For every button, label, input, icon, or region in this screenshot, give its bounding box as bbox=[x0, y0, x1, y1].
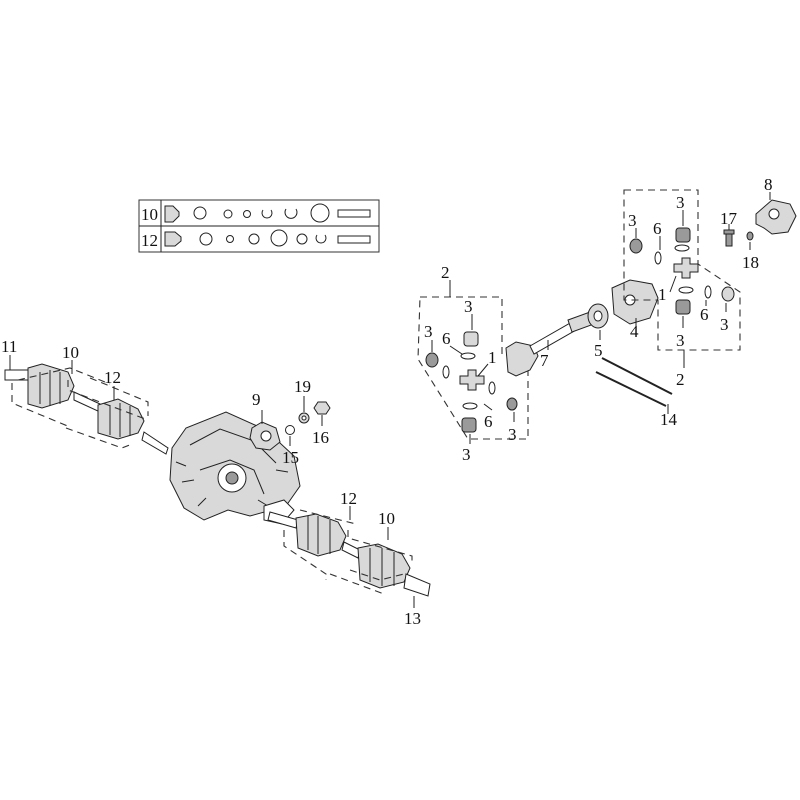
slip-boot bbox=[587, 303, 609, 329]
bearing-cup bbox=[425, 352, 439, 368]
kit-row-label: 10 bbox=[141, 205, 158, 224]
washer bbox=[746, 231, 754, 241]
callout-9: 9 bbox=[252, 390, 261, 409]
snap-ring bbox=[678, 286, 694, 294]
callout-3: 3 bbox=[720, 315, 729, 334]
inner-cv-boot bbox=[97, 398, 145, 440]
callout-12: 12 bbox=[340, 489, 357, 508]
u-joint-left bbox=[425, 331, 518, 433]
nut-16 bbox=[313, 401, 331, 415]
snap-ring bbox=[460, 352, 476, 360]
callout-16: 16 bbox=[312, 428, 329, 447]
callout-11: 11 bbox=[1, 337, 17, 356]
callout-7: 7 bbox=[540, 351, 549, 370]
snap-ring bbox=[674, 244, 690, 252]
callout-1: 1 bbox=[658, 285, 667, 304]
propeller-shaft bbox=[505, 311, 595, 377]
u-joint-kit-bracket-right bbox=[623, 189, 741, 351]
callout-3: 3 bbox=[464, 297, 473, 316]
callout-17: 17 bbox=[720, 209, 738, 228]
slip-yoke bbox=[611, 279, 659, 325]
callout-4: 4 bbox=[630, 322, 639, 341]
callout-10: 10 bbox=[378, 509, 395, 528]
bearing-cup bbox=[629, 238, 643, 254]
snap-ring bbox=[488, 381, 496, 395]
bearing-cup bbox=[506, 397, 518, 411]
callout-18: 18 bbox=[742, 253, 759, 272]
snap-ring bbox=[442, 365, 450, 379]
callout-14: 14 bbox=[660, 410, 678, 429]
kit-row-12-parts bbox=[164, 229, 371, 247]
shaft-stub-13 bbox=[403, 573, 431, 597]
callout-3: 3 bbox=[508, 425, 517, 444]
shaft-stub-11 bbox=[4, 369, 30, 381]
callout-8: 8 bbox=[764, 175, 773, 194]
callout-5: 5 bbox=[594, 341, 603, 360]
kit-row-label: 12 bbox=[141, 231, 158, 250]
callout-6: 6 bbox=[653, 219, 662, 238]
flange-yoke bbox=[755, 199, 797, 235]
strap bbox=[595, 357, 673, 407]
callout-3: 3 bbox=[676, 331, 685, 350]
u-joint-cross bbox=[673, 257, 699, 279]
callout-13: 13 bbox=[404, 609, 421, 628]
snap-ring bbox=[654, 251, 662, 265]
bearing-cup bbox=[721, 286, 735, 302]
outer-cv-joint bbox=[27, 363, 75, 409]
callout-15: 15 bbox=[282, 448, 299, 467]
right-half-shaft bbox=[267, 509, 431, 597]
outer-cv-joint bbox=[357, 543, 411, 589]
callout-3: 3 bbox=[462, 445, 471, 464]
output-flange bbox=[249, 421, 281, 451]
callout-3: 3 bbox=[676, 193, 685, 212]
bearing-cup bbox=[675, 299, 691, 315]
callout-6: 6 bbox=[442, 329, 451, 348]
left-half-shaft bbox=[4, 363, 169, 455]
bolt bbox=[723, 229, 735, 247]
snap-ring bbox=[704, 285, 712, 299]
callout-2: 2 bbox=[676, 370, 685, 389]
differential-housing bbox=[169, 411, 301, 525]
bearing-cup bbox=[461, 417, 477, 433]
u-joint-right bbox=[629, 227, 735, 315]
callout-3: 3 bbox=[628, 211, 637, 230]
callout-1: 1 bbox=[488, 348, 497, 367]
callout-12: 12 bbox=[104, 368, 121, 387]
callout-19: 19 bbox=[294, 377, 311, 396]
kit-table: 10 12 bbox=[138, 199, 380, 253]
kit-row-10-parts bbox=[164, 203, 371, 223]
callout-10: 10 bbox=[62, 343, 79, 362]
callout-6: 6 bbox=[484, 412, 493, 431]
bearing-cup bbox=[675, 227, 691, 243]
inner-cv-boot bbox=[295, 513, 347, 557]
seal-ring-15 bbox=[285, 425, 295, 435]
u-joint-cross bbox=[459, 369, 485, 391]
u-joint-kit-bracket-left bbox=[417, 296, 529, 440]
shaft-yoke bbox=[505, 341, 539, 377]
bearing-cup bbox=[463, 331, 479, 347]
callout-3: 3 bbox=[424, 322, 433, 341]
callout-6: 6 bbox=[700, 305, 709, 324]
snap-ring bbox=[462, 402, 478, 410]
callout-2: 2 bbox=[441, 263, 450, 282]
